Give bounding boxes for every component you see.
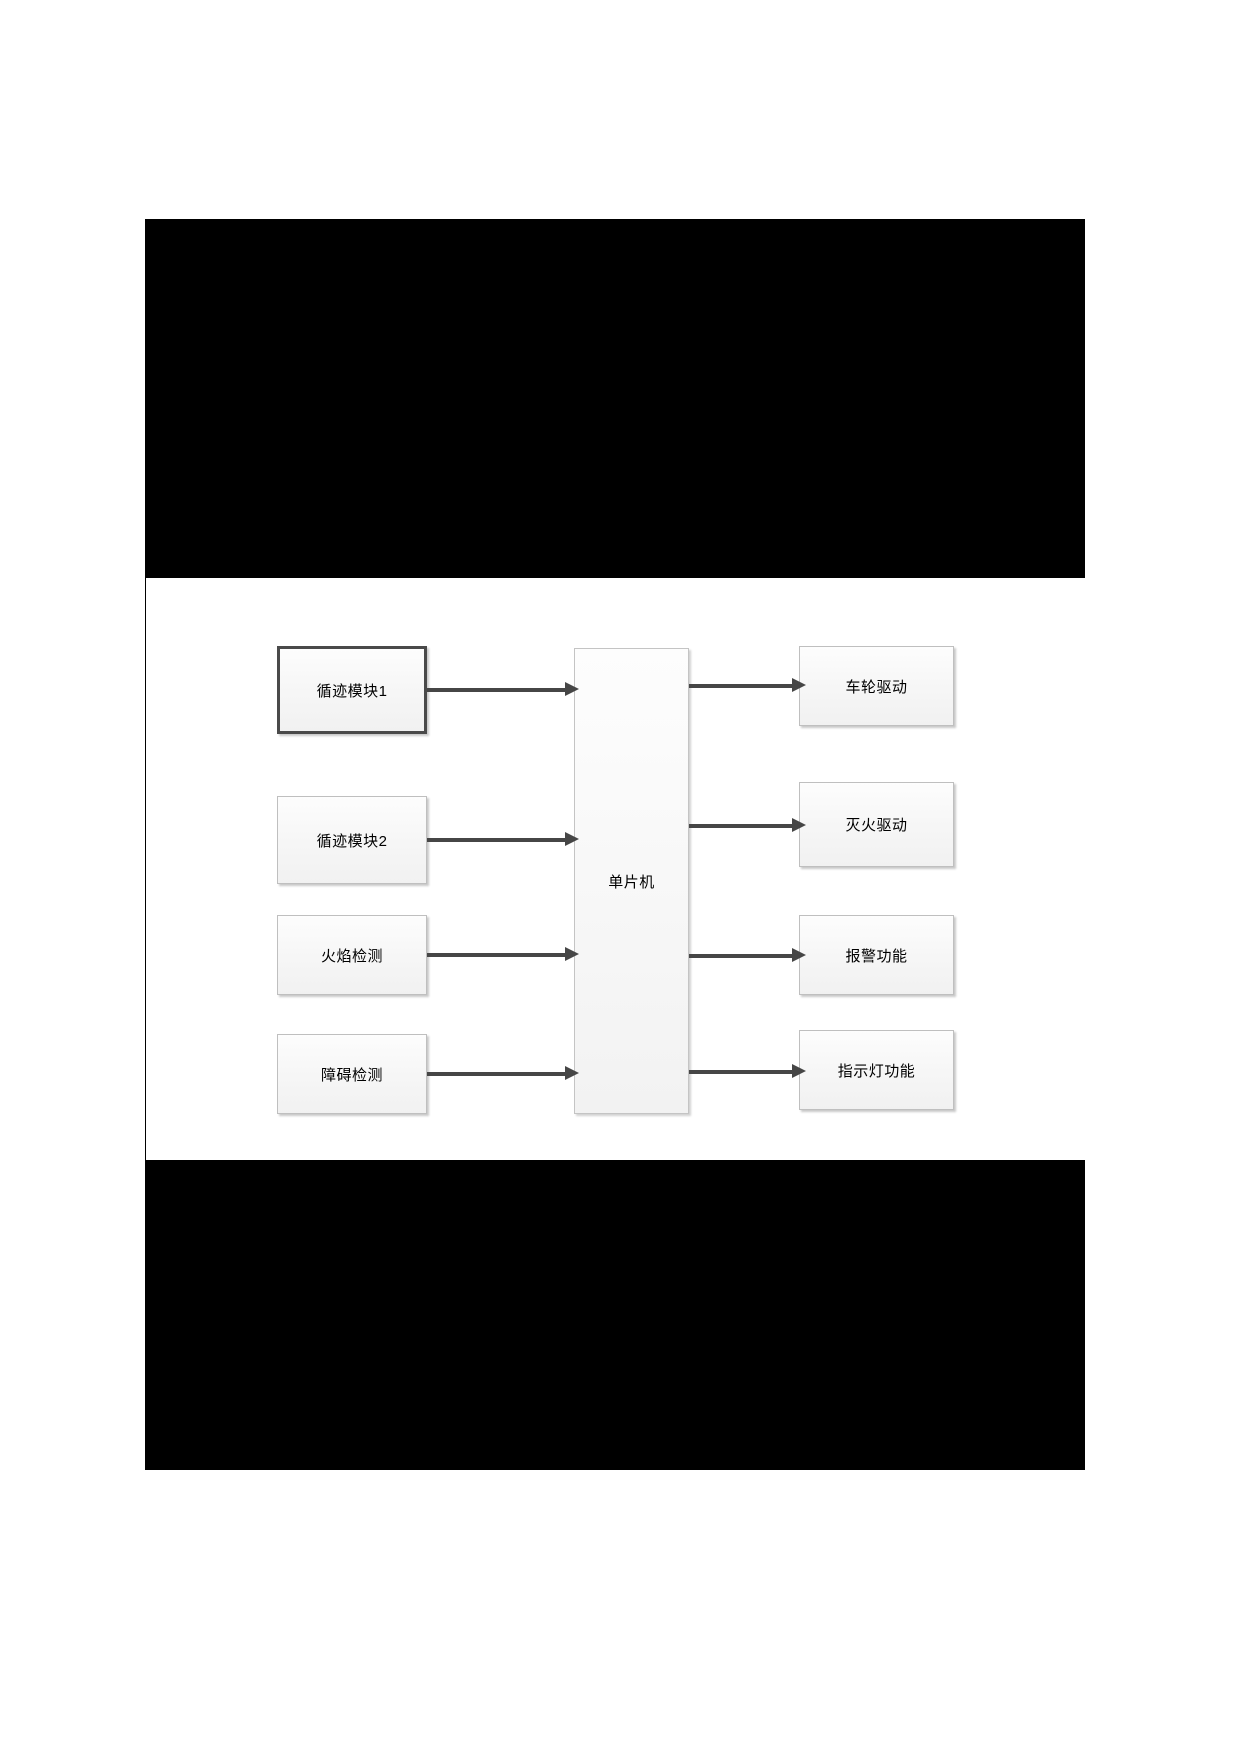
arrowhead-icon	[792, 1064, 806, 1078]
diagram-node-flame[interactable]: 火焰检测	[277, 915, 427, 995]
diagram-node-indicator-lamp-label: 指示灯功能	[837, 1062, 916, 1080]
diagram-node-extinguish-drive-label: 灭火驱动	[845, 817, 908, 834]
arrowhead-icon	[565, 832, 579, 846]
arrow-mcu-to-wheel-drive	[689, 678, 806, 692]
arrow-shaft	[427, 838, 566, 842]
diagram-node-track2[interactable]: 循迹模块2	[277, 796, 427, 884]
arrowhead-icon	[565, 1066, 579, 1080]
diagram-node-track1[interactable]: 循迹模块1	[277, 646, 427, 734]
arrow-track2-to-mcu	[427, 832, 579, 846]
arrow-shaft	[689, 684, 793, 688]
arrow-flame-to-mcu	[427, 947, 579, 961]
diagram-node-track1-label: 循迹模块1	[316, 682, 388, 700]
diagram-node-alarm-function[interactable]: 报警功能	[799, 915, 954, 995]
redacted-block-bottom	[145, 1160, 1085, 1470]
arrow-track1-to-mcu	[427, 682, 579, 696]
arrowhead-icon	[792, 948, 806, 962]
diagram-node-extinguish-drive[interactable]: 灭火驱动	[799, 782, 954, 867]
arrow-mcu-to-extinguish-drive	[689, 818, 806, 832]
arrow-mcu-to-alarm-function	[689, 948, 806, 962]
arrow-shaft	[689, 954, 793, 958]
arrowhead-icon	[792, 818, 806, 832]
redacted-block-top	[145, 219, 1085, 578]
arrow-obstacle-to-mcu	[427, 1066, 579, 1080]
diagram-area: 循迹模块1 循迹模块2 火焰检测 障碍检测 单片机 车轮驱动 灭火驱动 报警功能…	[145, 578, 1085, 1160]
arrow-shaft	[689, 824, 793, 828]
arrowhead-icon	[565, 682, 579, 696]
diagram-node-obstacle-label: 障碍检测	[320, 1066, 383, 1084]
arrow-mcu-to-indicator-lamp	[689, 1064, 806, 1078]
arrow-shaft	[427, 953, 566, 957]
diagram-node-mcu-label: 单片机	[608, 873, 655, 891]
diagram-node-track2-label: 循迹模块2	[316, 832, 388, 850]
arrow-shaft	[689, 1070, 793, 1074]
diagram-node-mcu[interactable]: 单片机	[574, 648, 689, 1114]
diagram-node-flame-label: 火焰检测	[320, 947, 383, 965]
diagram-node-alarm-function-label: 报警功能	[845, 947, 908, 965]
diagram-node-wheel-drive[interactable]: 车轮驱动	[799, 646, 954, 726]
arrow-shaft	[427, 1072, 566, 1076]
arrowhead-icon	[792, 678, 806, 692]
diagram-node-indicator-lamp[interactable]: 指示灯功能	[799, 1030, 954, 1110]
arrow-shaft	[427, 688, 566, 692]
diagram-node-wheel-drive-label: 车轮驱动	[845, 678, 908, 696]
arrowhead-icon	[565, 947, 579, 961]
diagram-node-obstacle[interactable]: 障碍检测	[277, 1034, 427, 1114]
